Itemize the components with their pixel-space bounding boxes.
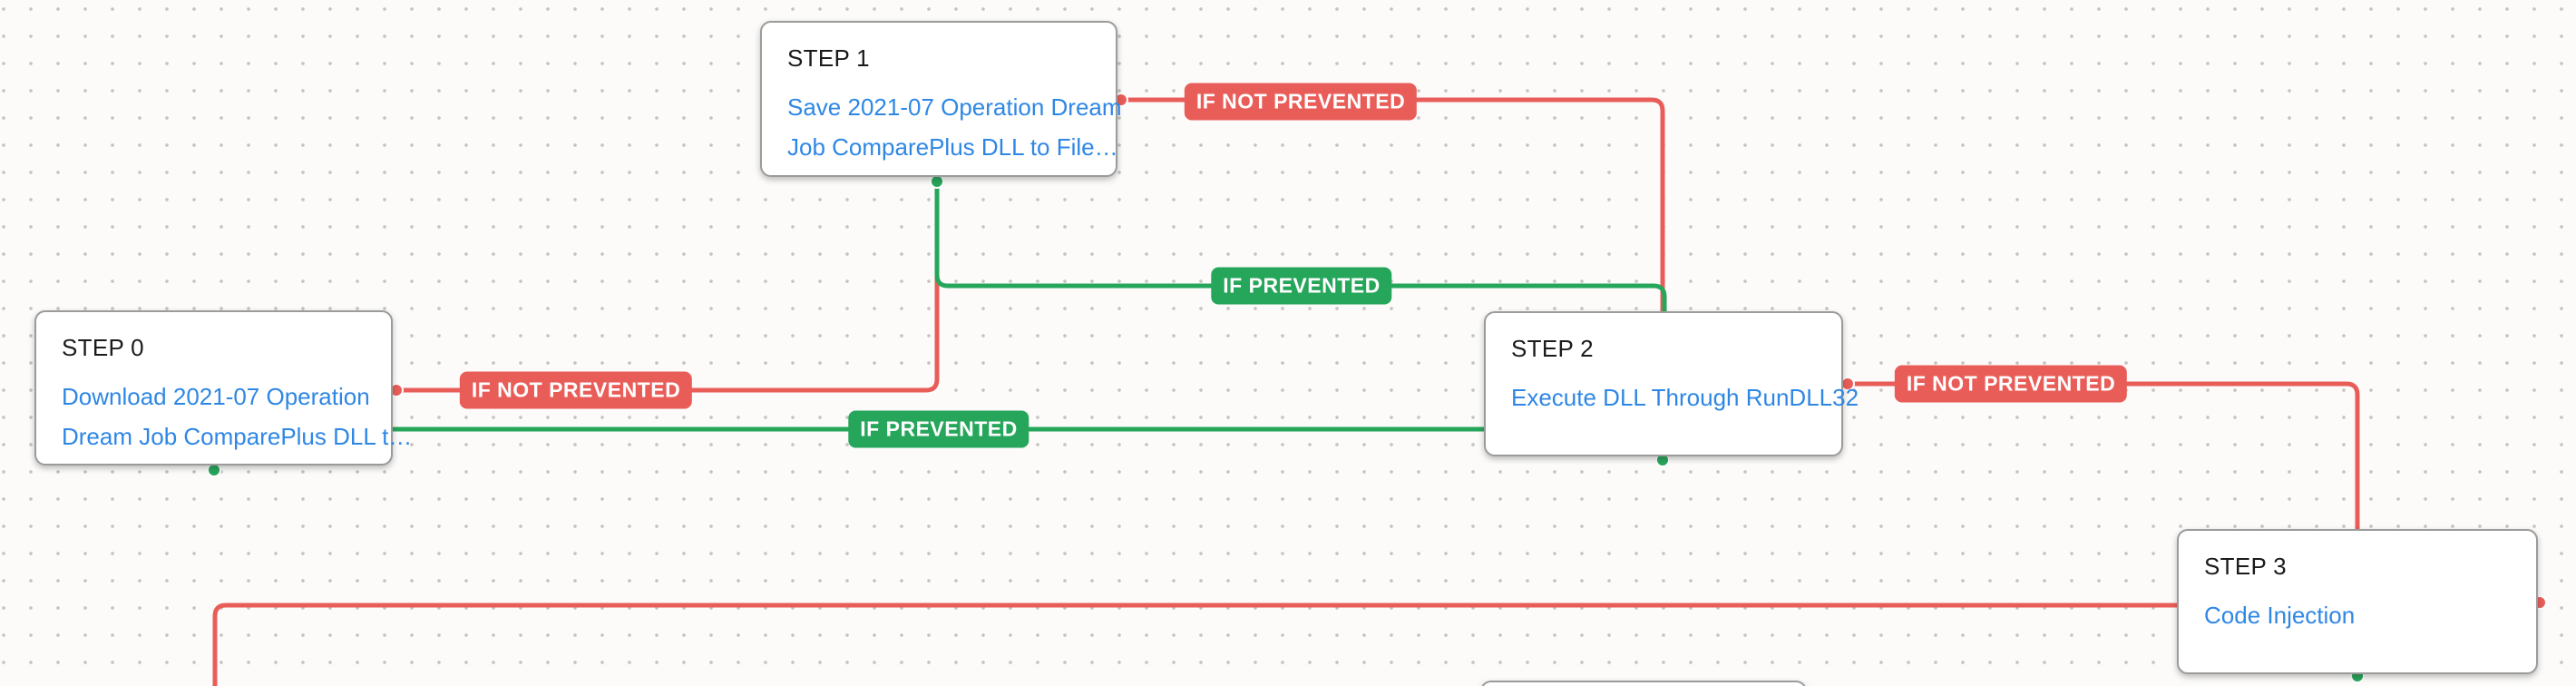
edge-not_prevented[interactable]	[1848, 381, 2360, 529]
link-line[interactable]: Save 2021-07 Operation Dream	[787, 93, 1122, 121]
partial-step-node[interactable]	[1480, 681, 1807, 686]
step-title: STEP 2	[1511, 335, 1594, 362]
step-scenario-link[interactable]: Save 2021-07 Operation Dream Job Compare…	[787, 87, 1122, 167]
connector-dot-green[interactable]	[930, 174, 944, 189]
link-line[interactable]: Dream Job ComparePlus DLL t…	[62, 423, 413, 450]
step-node-0[interactable]: STEP 0 Download 2021-07 Operation Dream …	[34, 310, 413, 466]
step-title: STEP 1	[787, 44, 870, 72]
edge-label-not_prevented: IF NOT PREVENTED	[1894, 365, 2128, 403]
step-scenario-link[interactable]: Download 2021-07 Operation Dream Job Com…	[62, 377, 413, 456]
edge-label-not_prevented: IF NOT PREVENTED	[1184, 83, 1418, 121]
link-line[interactable]: Download 2021-07 Operation	[62, 383, 370, 410]
link-line[interactable]: Code Injection	[2204, 602, 2356, 629]
edge-label-prevented: IF PREVENTED	[848, 410, 1029, 448]
link-line[interactable]: Execute DLL Through RunDLL32	[1511, 384, 1859, 411]
edge-not_prevented[interactable]	[393, 181, 940, 393]
edge-not_prevented[interactable]	[1121, 97, 1665, 311]
step-title: STEP 3	[2204, 553, 2287, 580]
step-node-1[interactable]: STEP 1 Save 2021-07 Operation Dream Job …	[760, 21, 1122, 177]
step-node-2[interactable]: STEP 2 Execute DLL Through RunDLL32	[1484, 311, 1859, 456]
step-scenario-link[interactable]: Code Injection	[2204, 595, 2511, 635]
connector-dot-green[interactable]	[207, 463, 221, 477]
step-scenario-link[interactable]: Execute DLL Through RunDLL32	[1511, 377, 1859, 417]
edge-not_prevented[interactable]	[212, 603, 2177, 686]
step-node-3[interactable]: STEP 3 Code Injection	[2177, 529, 2538, 674]
link-line[interactable]: Job ComparePlus DLL to File…	[787, 133, 1118, 161]
step-title: STEP 0	[62, 334, 144, 361]
edge-label-prevented: IF PREVENTED	[1211, 267, 1392, 305]
edge-label-not_prevented: IF NOT PREVENTED	[459, 371, 693, 409]
